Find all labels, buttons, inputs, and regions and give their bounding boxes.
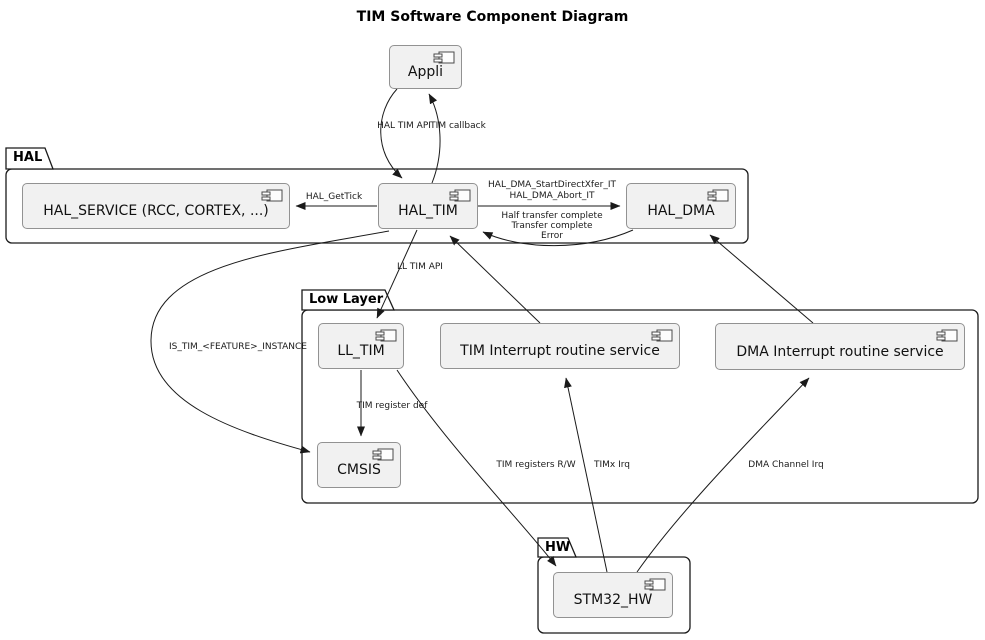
package-low-layer-tab [301, 289, 396, 311]
component-tim-irq-service: TIM Interrupt routine service [440, 323, 680, 369]
edge-label-dma-start-xfer: HAL_DMA_StartDirectXfer_IT [488, 180, 616, 190]
edge-label-hal-gettick: HAL_GetTick [305, 192, 363, 202]
component-hal-dma-label: HAL_DMA [647, 203, 715, 219]
edge-stm32-hw-to-dma-irq [636, 377, 810, 573]
component-cmsis-label: CMSIS [337, 462, 381, 478]
component-icon [936, 329, 958, 342]
component-icon [449, 189, 471, 202]
component-cmsis: CMSIS [317, 442, 401, 488]
component-icon [651, 329, 673, 342]
component-icon [372, 448, 394, 461]
component-ll-tim: LL_TIM [318, 323, 404, 369]
edge-label-half-transfer: Half transfer complete [501, 211, 603, 221]
edge-label-hal-tim-api: HAL TIM API [377, 121, 431, 131]
edge-hal-tim-to-cmsis [150, 230, 390, 454]
edge-label-ll-tim-api: LL TIM API [397, 262, 443, 272]
edge-label-dma-channel-irq: DMA Channel Irq [748, 460, 824, 470]
edge-label-dma-abort: HAL_DMA_Abort_IT [509, 191, 595, 201]
component-icon [375, 329, 397, 342]
component-hal-tim: HAL_TIM [378, 183, 478, 229]
edge-hal-tim-to-appli [428, 93, 441, 184]
package-hal-label: HAL [13, 150, 43, 165]
edge-dma-irq-to-hal-dma [709, 234, 814, 324]
component-stm32-hw-label: STM32_HW [573, 592, 653, 608]
component-icon [433, 51, 455, 64]
package-hal-tab [5, 147, 54, 170]
package-hw-label: HW [545, 540, 571, 555]
edge-label-tim-registers-rw: TIM registers R/W [496, 460, 576, 470]
edge-appli-to-hal-tim [380, 88, 403, 179]
edge-label-transfer-complete: Transfer complete [511, 221, 593, 231]
edge-stm32-hw-to-tim-irq [564, 377, 608, 573]
component-icon [644, 578, 666, 591]
component-hal-service: HAL_SERVICE (RCC, CORTEX, ...) [22, 183, 290, 229]
component-dma-irq-service-label: DMA Interrupt routine service [736, 343, 944, 360]
component-appli: Appli [389, 45, 462, 89]
component-icon [261, 189, 283, 202]
diagram-title: TIM Software Component Diagram [356, 9, 629, 25]
package-low-layer-label: Low Layer [309, 292, 384, 307]
edge-label-tim-callback: TIM callback [430, 121, 486, 131]
component-appli-label: Appli [407, 64, 444, 80]
component-dma-irq-service: DMA Interrupt routine service [715, 323, 965, 370]
edge-tim-irq-to-hal-tim [449, 235, 541, 324]
edge-label-timx-irq: TIMx Irq [593, 460, 631, 470]
component-stm32-hw: STM32_HW [553, 572, 673, 618]
edge-hal-dma-to-hal-tim [482, 229, 634, 247]
component-tim-irq-service-label: TIM Interrupt routine service [460, 343, 660, 359]
edge-label-tim-register-def: TIM register def [356, 401, 428, 411]
edge-ll-tim-to-stm32-hw [396, 369, 557, 567]
component-hal-service-label: HAL_SERVICE (RCC, CORTEX, ...) [43, 203, 269, 219]
component-ll-tim-label: LL_TIM [337, 343, 385, 359]
edge-label-is-tim-instance: IS_TIM_<FEATURE>_INSTANCE [169, 342, 307, 352]
component-hal-dma: HAL_DMA [626, 183, 736, 229]
edge-hal-tim-to-ll-tim [376, 229, 418, 319]
component-icon [707, 189, 729, 202]
edge-label-error: Error [541, 231, 563, 241]
component-hal-tim-label: HAL_TIM [398, 203, 458, 219]
